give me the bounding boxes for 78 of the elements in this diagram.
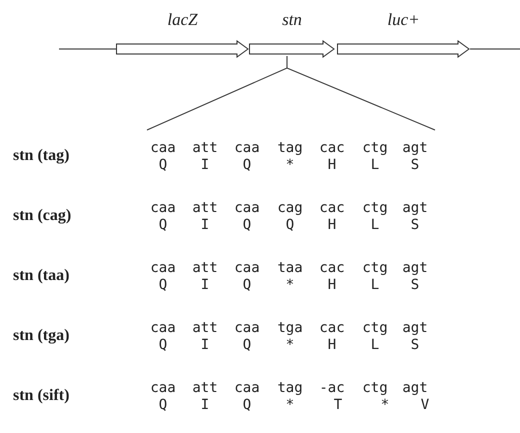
amino-acid: * <box>286 277 294 293</box>
codon: agt <box>402 380 428 396</box>
amino-acid: T <box>334 397 342 413</box>
codon: att <box>192 260 218 276</box>
amino-acid: L <box>370 157 380 173</box>
codon: cag <box>277 200 303 216</box>
codon: taa <box>277 260 303 276</box>
codon: ctg <box>362 260 388 276</box>
amino-acid: Q <box>242 217 252 233</box>
codon: ctg <box>362 200 388 216</box>
codon: caa <box>234 200 260 216</box>
amino-acid: S <box>410 277 420 293</box>
amino-acid: H <box>328 217 336 233</box>
gene-label: stn <box>282 10 302 30</box>
variant-name: stn (sift) <box>13 387 70 405</box>
codon: agt <box>402 320 428 336</box>
codon: tga <box>277 320 303 336</box>
amino-acid: Q <box>158 397 168 413</box>
gene-label: lacZ <box>167 10 198 30</box>
codon: caa <box>234 140 260 156</box>
codon: cac <box>319 260 345 276</box>
codon: caa <box>234 380 260 396</box>
amino-acid: I <box>200 397 210 413</box>
codon: caa <box>150 380 176 396</box>
codon: cac <box>319 320 345 336</box>
amino-acid: * <box>286 337 294 353</box>
amino-acid: L <box>370 217 380 233</box>
amino-acid: I <box>200 277 210 293</box>
codon: caa <box>150 260 176 276</box>
variant-name: stn (tga) <box>13 327 70 345</box>
codon: cac <box>319 140 345 156</box>
amino-acid: * <box>286 397 294 413</box>
codon: agt <box>402 140 428 156</box>
amino-acid: H <box>328 337 336 353</box>
amino-acid: I <box>200 217 210 233</box>
amino-acid: H <box>328 157 336 173</box>
amino-acid: Q <box>242 277 252 293</box>
codon: att <box>192 380 218 396</box>
codon: att <box>192 140 218 156</box>
amino-acid: I <box>200 337 210 353</box>
codon: caa <box>234 260 260 276</box>
amino-acid: Q <box>286 217 294 233</box>
codon: caa <box>150 200 176 216</box>
codon: caa <box>150 140 176 156</box>
amino-acid: S <box>410 217 420 233</box>
amino-acid: * <box>286 157 294 173</box>
codon: ctg <box>362 140 388 156</box>
amino-acid: Q <box>242 157 252 173</box>
variant-name: stn (taa) <box>13 267 70 285</box>
variant-name: stn (cag) <box>13 207 72 225</box>
codon: agt <box>402 200 428 216</box>
amino-acid: L <box>370 337 380 353</box>
codon: tag <box>277 380 303 396</box>
codon: caa <box>234 320 260 336</box>
codon: cac <box>319 200 345 216</box>
codon: tag <box>277 140 303 156</box>
amino-acid: Q <box>158 337 168 353</box>
variant-name: stn (tag) <box>13 147 70 165</box>
amino-acid: Q <box>158 277 168 293</box>
amino-acid: Q <box>158 217 168 233</box>
amino-acid: Q <box>242 397 252 413</box>
codon: agt <box>402 260 428 276</box>
amino-acid: V <box>420 397 430 413</box>
codon: caa <box>150 320 176 336</box>
amino-acid: S <box>410 337 420 353</box>
gene-label: luc+ <box>387 10 420 30</box>
amino-acid: H <box>328 277 336 293</box>
amino-acid: * <box>380 397 390 413</box>
codon: att <box>192 320 218 336</box>
amino-acid: I <box>200 157 210 173</box>
codon: ctg <box>362 320 388 336</box>
codon: -ac <box>319 380 345 396</box>
amino-acid: Q <box>158 157 168 173</box>
amino-acid: L <box>370 277 380 293</box>
amino-acid: S <box>410 157 420 173</box>
codon: ctg <box>362 380 388 396</box>
amino-acid: Q <box>242 337 252 353</box>
codon: att <box>192 200 218 216</box>
